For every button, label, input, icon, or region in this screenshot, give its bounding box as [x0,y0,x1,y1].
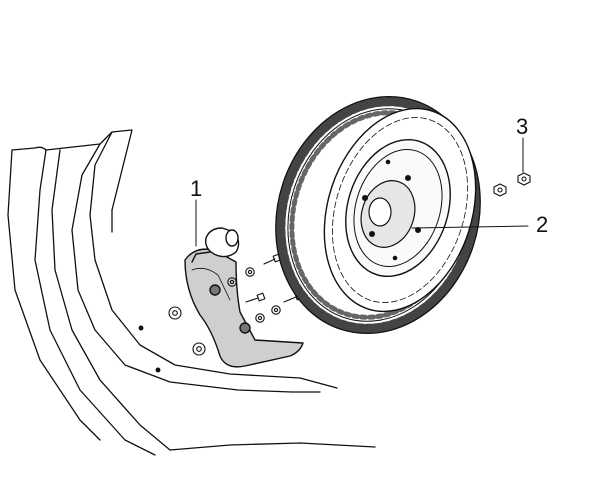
nut-icon [493,183,507,197]
mudguard-bracket [184,227,304,368]
leader-lines [195,137,529,247]
wheel-assembly [275,95,481,335]
callout-3: 3 [516,114,529,139]
bolt-icon [245,292,266,303]
washer-icon [271,305,281,315]
washer-icon [168,306,182,320]
washer-icon [245,267,255,277]
washer-icon [255,313,265,323]
washer-icon [227,277,237,287]
body-panel [7,129,376,456]
nut-icon [517,172,531,186]
callout-2: 2 [536,212,549,237]
washer-icon [192,342,206,356]
callout-1: 1 [190,176,203,201]
